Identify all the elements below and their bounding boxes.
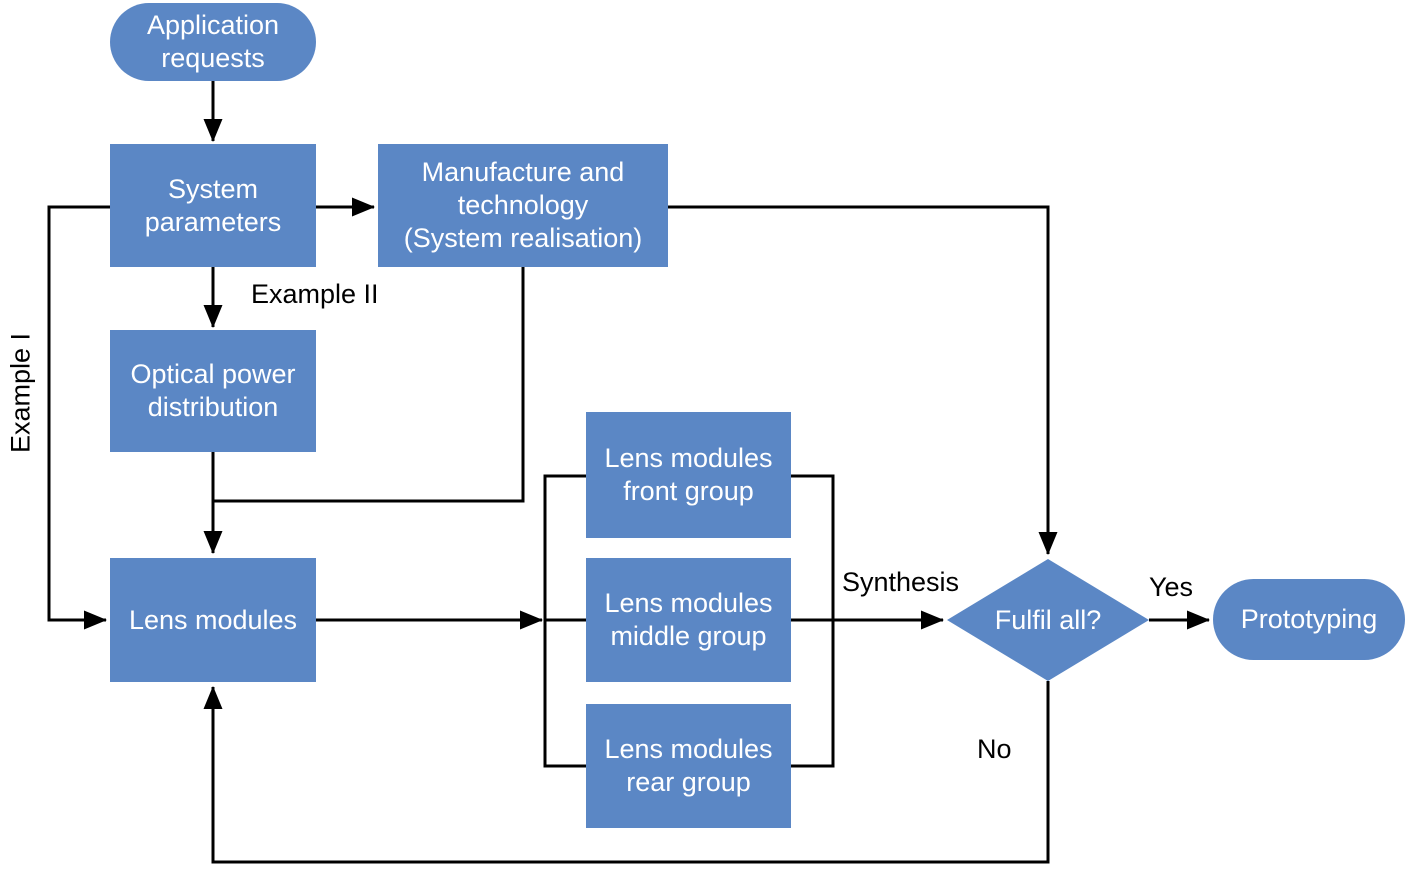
node-manufacture-technology: Manufacture and technology (System reali…	[378, 144, 668, 267]
edge-label-no: No	[977, 734, 1012, 764]
node-system-parameters: System parameters	[110, 144, 316, 267]
node-lens-modules-middle-group: Lens modules middle group	[586, 558, 791, 682]
node-lens-modules-rear-group: Lens modules rear group	[586, 704, 791, 828]
edge-label-yes: Yes	[1149, 572, 1194, 602]
bracket-left-groups	[543, 474, 586, 768]
node-fulfil-all-decision: Fulfil all?	[994, 604, 1102, 635]
connector-example1-loop	[47, 205, 110, 630]
node-application-requests: Application requests	[110, 3, 316, 81]
edge-label-example-2: Example II	[251, 279, 379, 309]
node-lens-modules-front-group: Lens modules front group	[586, 412, 791, 538]
node-optical-power-distribution: Optical power distribution	[110, 330, 316, 452]
bracket-right-groups	[791, 474, 835, 768]
connector-manufacture-to-lensmodules	[213, 267, 525, 503]
connector-no-loop	[203, 681, 1050, 864]
node-lens-modules: Lens modules	[110, 558, 316, 682]
edge-label-example-1: Example I	[5, 332, 36, 454]
decision-diamond-shape	[947, 559, 1149, 681]
edge-label-synthesis: Synthesis	[842, 567, 960, 597]
node-prototyping: Prototyping	[1213, 579, 1405, 660]
connector-manufacture-to-decision	[668, 205, 1058, 555]
